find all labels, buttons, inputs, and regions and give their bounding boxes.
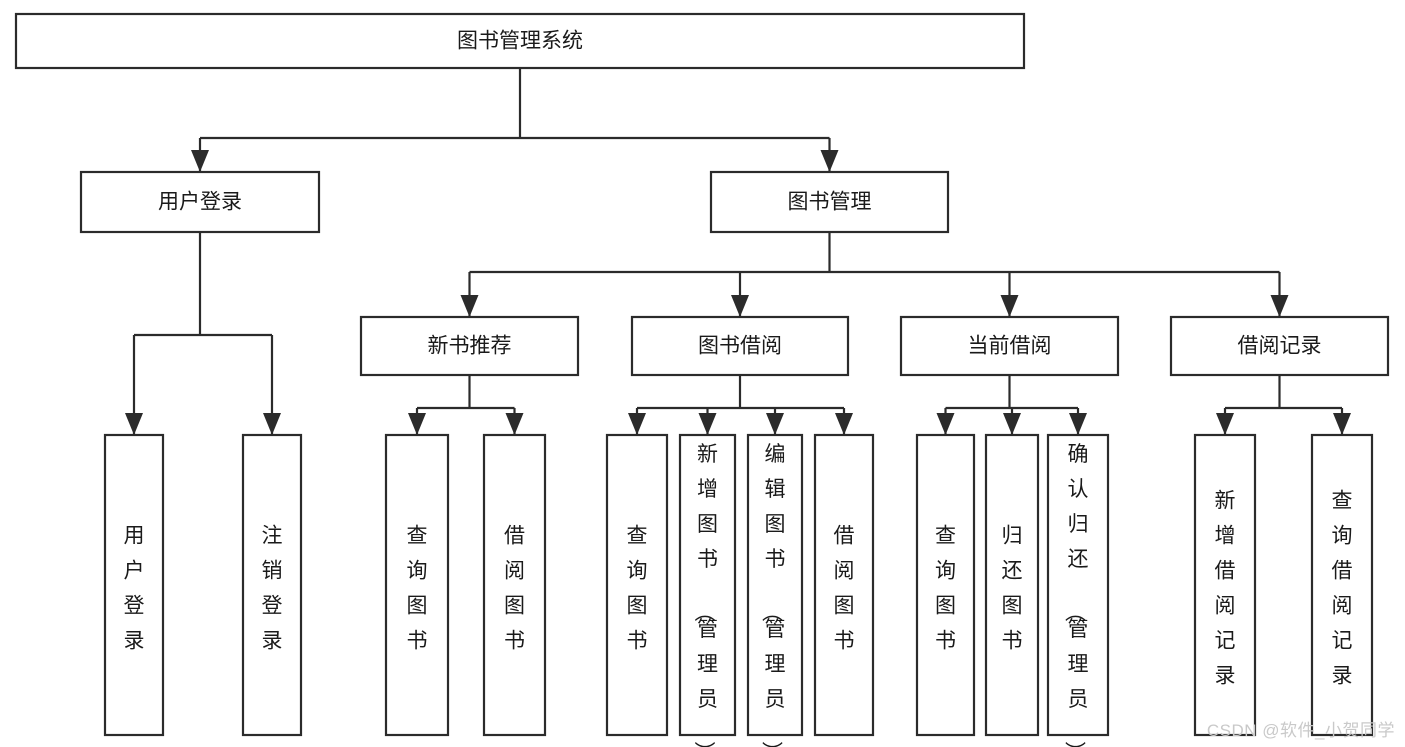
node-leaf-return-book[interactable]: 归还图书 <box>984 433 1040 737</box>
node-leaf-query-borrow-record-box[interactable] <box>1310 433 1374 737</box>
node-current-borrow[interactable]: 当前借阅 <box>899 315 1120 377</box>
node-leaf-edit-book-admin-box[interactable] <box>746 433 804 737</box>
node-leaf-logout-box[interactable] <box>241 433 303 737</box>
node-leaf-query-book-current-box[interactable] <box>915 433 976 737</box>
node-leaf-return-book-box[interactable] <box>984 433 1040 737</box>
node-book-borrow[interactable]: 图书借阅 <box>630 315 850 377</box>
current-borrow-to-leaves-arrow-2 <box>1069 413 1087 435</box>
borrow-records-to-leaves-arrow-0 <box>1216 413 1234 435</box>
borrow-records-to-leaves-arrow-1 <box>1333 413 1351 435</box>
node-leaf-return-book-label: 归还图书 <box>1002 524 1023 652</box>
node-leaf-confirm-return-admin-label: 确认归还（管理员） <box>1063 443 1089 747</box>
node-leaf-borrow-book-recommend-box[interactable] <box>482 433 547 737</box>
node-leaf-borrow-book-box[interactable] <box>813 433 875 737</box>
bookmanage-to-level3-arrow-3 <box>1270 295 1289 317</box>
node-user-login-label: 用户登录 <box>158 191 242 214</box>
node-leaf-confirm-return-admin[interactable]: 确认归还（管理员） <box>1046 433 1110 747</box>
book-borrow-to-leaves-arrow-3 <box>835 413 853 435</box>
node-leaf-query-borrow-record-label: 查询借阅记录 <box>1332 489 1353 687</box>
node-book-borrow-box[interactable] <box>630 315 850 377</box>
node-root-box[interactable] <box>14 12 1026 70</box>
node-leaf-logout-label: 注销登录 <box>262 524 283 652</box>
node-root-label: 图书管理系统 <box>457 30 583 53</box>
node-leaf-user-login-box[interactable] <box>103 433 165 737</box>
node-book-borrow-label: 图书借阅 <box>698 335 782 358</box>
node-leaf-add-borrow-record-box[interactable] <box>1193 433 1257 737</box>
root-to-level2-arrow-0 <box>191 150 209 172</box>
node-leaf-query-book-current-label: 查询图书 <box>935 524 956 652</box>
root-to-level2-arrow-1 <box>820 150 839 172</box>
node-leaf-query-book-recommend-box[interactable] <box>384 433 450 737</box>
node-leaf-user-login-label: 用户登录 <box>124 524 145 652</box>
node-leaf-query-book-borrow-label: 查询图书 <box>627 524 648 652</box>
node-book-manage-box[interactable] <box>709 170 950 234</box>
node-leaf-query-book-borrow-box[interactable] <box>605 433 669 737</box>
new-book-recommend-to-leaves-arrow-1 <box>505 413 524 435</box>
node-leaf-query-book-borrow[interactable]: 查询图书 <box>605 433 669 737</box>
node-leaf-edit-book-admin[interactable]: 编辑图书（管理员） <box>746 433 804 747</box>
node-borrow-records[interactable]: 借阅记录 <box>1169 315 1390 377</box>
node-leaf-borrow-book[interactable]: 借阅图书 <box>813 433 875 737</box>
node-leaf-add-borrow-record[interactable]: 新增借阅记录 <box>1193 433 1257 737</box>
node-book-manage[interactable]: 图书管理 <box>709 170 950 234</box>
node-current-borrow-box[interactable] <box>899 315 1120 377</box>
userlogin-to-leaves-arrow-1 <box>263 413 281 435</box>
nodes-layer: 图书管理系统用户登录图书管理新书推荐图书借阅当前借阅借阅记录用户登录注销登录查询… <box>14 12 1390 747</box>
node-leaf-user-login[interactable]: 用户登录 <box>103 433 165 737</box>
node-leaf-add-book-admin-label: 新增图书（管理员） <box>692 443 718 747</box>
node-leaf-query-book-recommend[interactable]: 查询图书 <box>384 433 450 737</box>
node-current-borrow-label: 当前借阅 <box>968 335 1052 358</box>
node-borrow-records-box[interactable] <box>1169 315 1390 377</box>
userlogin-to-leaves-arrow-0 <box>125 413 143 435</box>
node-leaf-borrow-book-recommend[interactable]: 借阅图书 <box>482 433 547 737</box>
bookmanage-to-level3-arrow-2 <box>1000 295 1019 317</box>
node-leaf-query-borrow-record[interactable]: 查询借阅记录 <box>1310 433 1374 737</box>
node-leaf-borrow-book-label: 借阅图书 <box>834 524 855 652</box>
node-leaf-edit-book-admin-label: 编辑图书（管理员） <box>760 443 786 747</box>
csdn-watermark: CSDN @软件_小贺同学 <box>1206 721 1395 740</box>
book-borrow-to-leaves-arrow-2 <box>766 413 784 435</box>
node-leaf-logout[interactable]: 注销登录 <box>241 433 303 737</box>
node-book-manage-label: 图书管理 <box>788 191 872 214</box>
node-leaf-confirm-return-admin-box[interactable] <box>1046 433 1110 737</box>
connectors-layer <box>125 68 1351 435</box>
book-borrow-to-leaves-arrow-1 <box>698 413 717 435</box>
bookmanage-to-level3-arrow-0 <box>460 295 479 317</box>
current-borrow-to-leaves-arrow-1 <box>1003 413 1021 435</box>
node-user-login[interactable]: 用户登录 <box>79 170 321 234</box>
node-borrow-records-label: 借阅记录 <box>1238 335 1322 358</box>
node-leaf-borrow-book-recommend-label: 借阅图书 <box>504 524 525 652</box>
bookmanage-to-level3-arrow-1 <box>731 295 749 317</box>
node-leaf-add-book-admin-box[interactable] <box>678 433 737 737</box>
node-leaf-query-book-recommend-label: 查询图书 <box>407 524 428 652</box>
node-leaf-query-book-current[interactable]: 查询图书 <box>915 433 976 737</box>
node-new-book-recommend-box[interactable] <box>359 315 580 377</box>
node-new-book-recommend[interactable]: 新书推荐 <box>359 315 580 377</box>
book-borrow-to-leaves-arrow-0 <box>628 413 646 435</box>
current-borrow-to-leaves-arrow-0 <box>936 413 955 435</box>
node-root[interactable]: 图书管理系统 <box>14 12 1026 70</box>
node-leaf-add-book-admin[interactable]: 新增图书（管理员） <box>678 433 737 747</box>
new-book-recommend-to-leaves-arrow-0 <box>408 413 426 435</box>
node-new-book-recommend-label: 新书推荐 <box>428 335 512 358</box>
node-leaf-add-borrow-record-label: 新增借阅记录 <box>1215 489 1236 687</box>
node-user-login-box[interactable] <box>79 170 321 234</box>
